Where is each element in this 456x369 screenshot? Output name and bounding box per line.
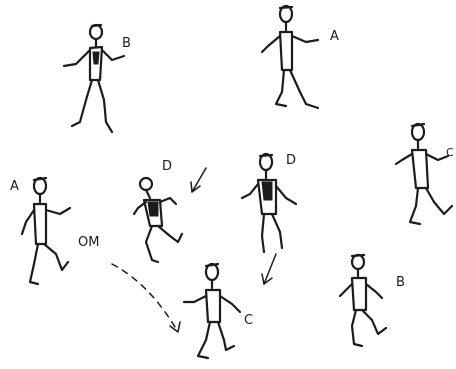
figure-a-top: A xyxy=(262,6,339,108)
figure-a-left-label: A xyxy=(10,179,19,194)
figure-b-top: B xyxy=(64,25,131,132)
figure-a-left: A OM xyxy=(10,178,99,284)
figure-c-bottom: C xyxy=(184,264,253,358)
figure-a-left-om-label: OM xyxy=(78,235,99,250)
figure-a-top-label: A xyxy=(330,29,339,44)
figure-d-center-label: D xyxy=(286,153,296,168)
figure-c-bottom-label: C xyxy=(244,313,253,328)
figure-b-top-label: B xyxy=(122,36,131,51)
figure-d-left-label: D xyxy=(162,159,172,174)
arrow-d-left xyxy=(192,168,206,192)
figure-d-center: D xyxy=(242,153,296,252)
figure-c-right: C xyxy=(396,124,454,224)
figure-b-bottom: B xyxy=(340,255,405,346)
figure-c-right-label: C xyxy=(446,146,454,159)
figure-d-left: D xyxy=(134,159,182,262)
dashed-arrow xyxy=(112,264,178,332)
figure-b-bottom-label: B xyxy=(396,275,405,290)
